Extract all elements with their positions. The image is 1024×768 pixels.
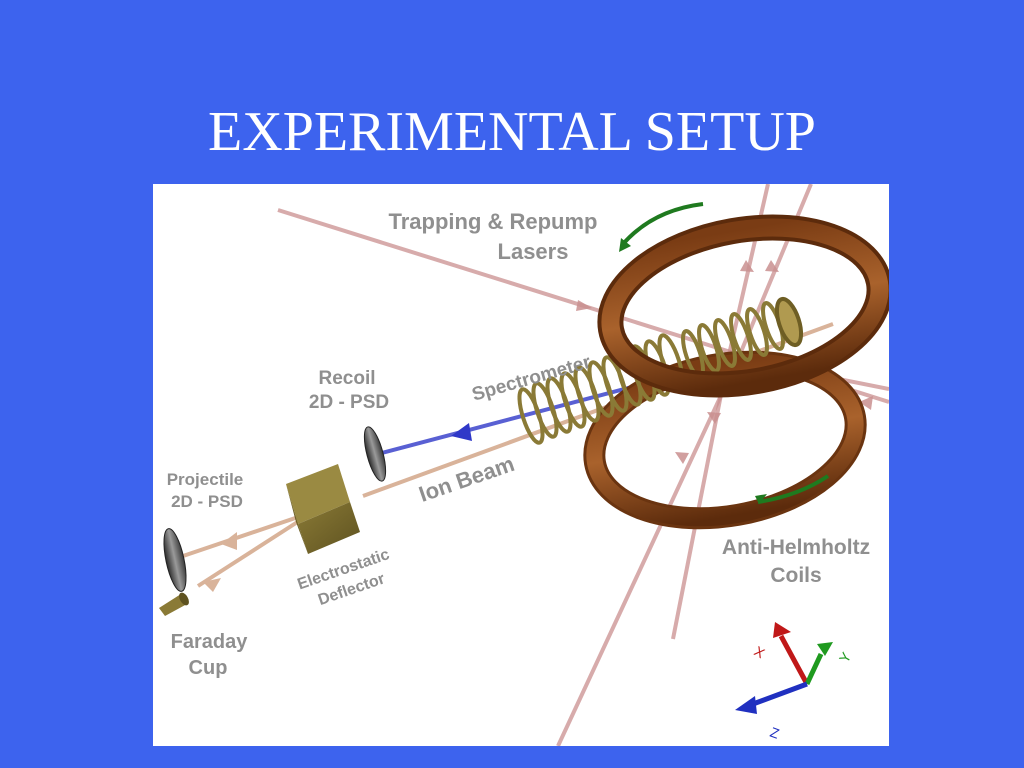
- laser-arrow-1: [576, 300, 592, 311]
- projectile-label-line2: 2D - PSD: [171, 492, 243, 511]
- projectile-arrow-1: [221, 532, 237, 550]
- experimental-setup-diagram: Trapping & Repump Lasers Spectrometer Re…: [153, 184, 889, 746]
- laser-arrow-4: [675, 452, 689, 464]
- recoil-arrow: [451, 423, 472, 441]
- z-axis: [752, 681, 808, 707]
- slide-title: EXPERIMENTAL SETUP: [208, 101, 816, 163]
- faraday-label-line2: Cup: [189, 657, 228, 679]
- laser-arrow-6: [859, 396, 873, 410]
- recoil-label-line2: 2D - PSD: [309, 392, 389, 413]
- lasers-label-line1: Trapping & Repump: [389, 209, 598, 234]
- laser-arrows: [576, 260, 873, 464]
- coil-lower: [583, 350, 867, 530]
- coil-upper: [597, 202, 889, 398]
- projectile-beam-2: [196, 510, 315, 588]
- z-axis-label: Z: [768, 724, 782, 742]
- laser-arrow-5: [707, 412, 721, 424]
- spectrometer-coil: [517, 296, 804, 445]
- faraday-label-line1: Faraday: [171, 631, 249, 653]
- projectile-beam-1: [182, 510, 314, 558]
- coils-label-line2: Coils: [770, 564, 821, 587]
- lasers-label-line2: Lasers: [498, 239, 569, 264]
- laser-beam-3b: [556, 358, 740, 746]
- y-axis-arrow: [817, 642, 833, 656]
- ion-beam-arrows: [203, 532, 237, 592]
- x-axis-arrow: [773, 622, 791, 638]
- x-axis-label: X: [752, 643, 769, 662]
- projectile-label-line1: Projectile: [167, 470, 244, 489]
- laser-arrow-2: [740, 260, 754, 272]
- laser-arrow-3: [765, 260, 779, 272]
- coils-label-line1: Anti-Helmholtz: [722, 536, 870, 559]
- projectile-arrow-2: [203, 578, 221, 592]
- y-axis-label: Y: [836, 649, 855, 666]
- z-axis-arrow: [735, 696, 757, 714]
- recoil-label-line1: Recoil: [318, 368, 375, 389]
- setup-illustration: Trapping & Repump Lasers Spectrometer Re…: [159, 184, 889, 746]
- recoil-detector: [363, 426, 387, 482]
- electrostatic-deflector: [286, 464, 360, 554]
- x-axis: [778, 634, 810, 686]
- projectile-detector: [163, 528, 187, 592]
- laser-beam-1: [277, 208, 754, 361]
- faraday-cup: [159, 592, 189, 616]
- y-axis: [804, 652, 824, 686]
- coordinate-axes: X Y Z: [735, 622, 855, 742]
- laser-beam-2b: [671, 358, 730, 640]
